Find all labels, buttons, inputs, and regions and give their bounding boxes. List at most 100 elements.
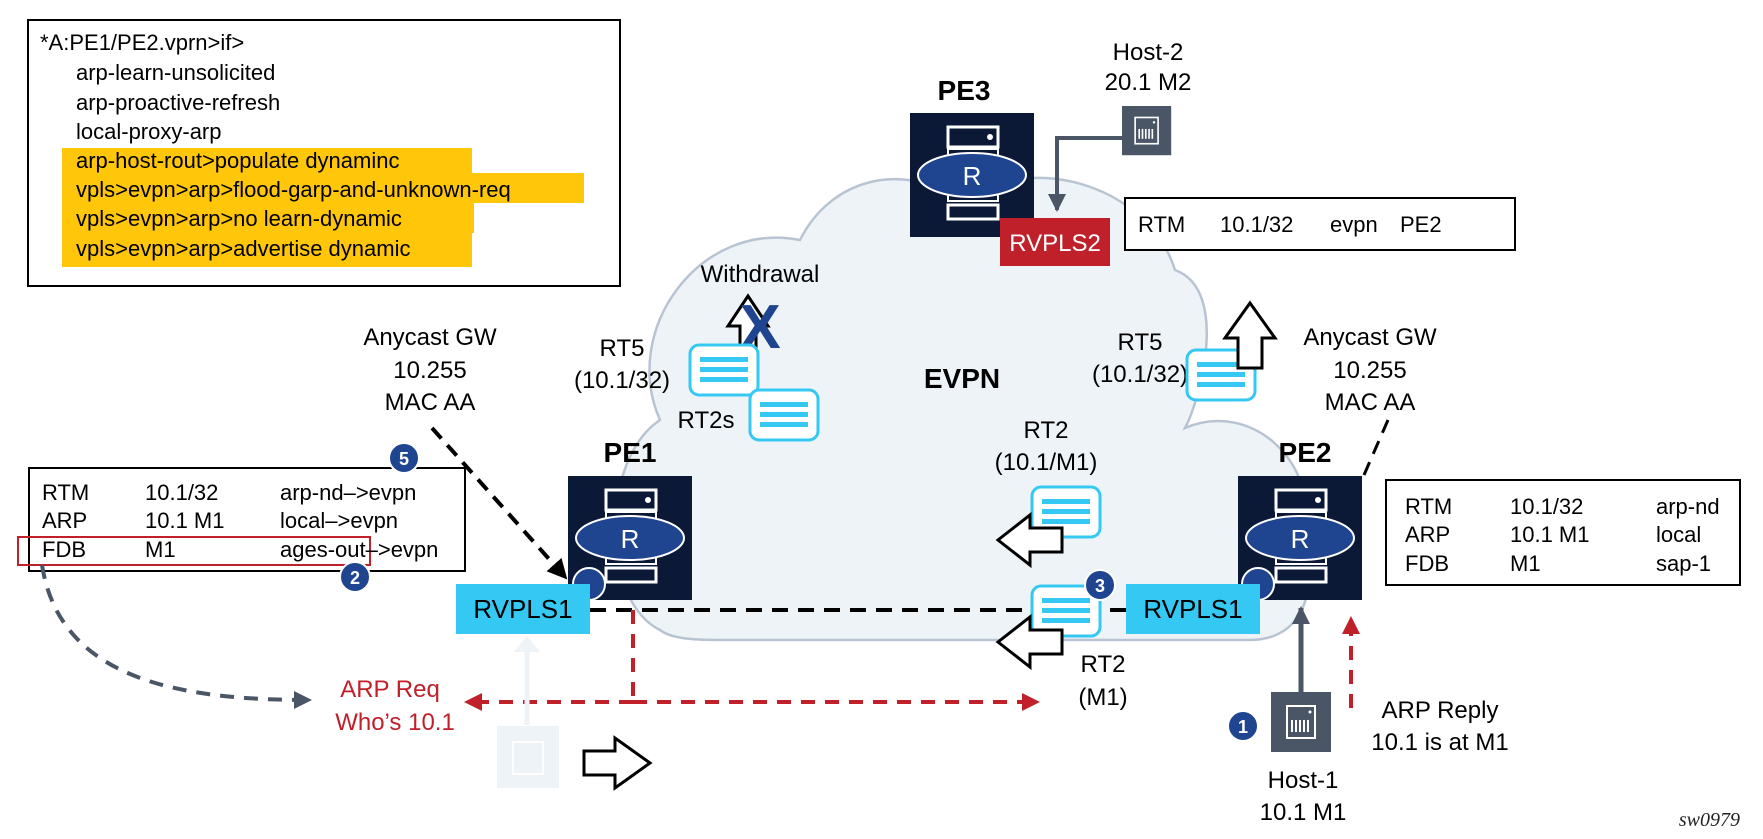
pe3-rvpls2-label: RVPLS2 (1009, 230, 1101, 257)
pe2-table: RTM 10.1/32 arp-nd ARP 10.1 M1 local FDB… (1385, 479, 1741, 586)
pe1-rvpls1-label: RVPLS1 (473, 594, 572, 624)
step-badge-2 (339, 561, 371, 593)
cloud-label: EVPN (924, 363, 1000, 394)
highlight-bar (62, 148, 472, 173)
step-1-number: 1 (1238, 717, 1248, 737)
host1-addr: 10.1 M1 (1260, 799, 1347, 826)
arp-req-l2: Who’s 10.1 (335, 709, 455, 736)
figure-id: sw0979 (1679, 809, 1740, 831)
pe2-label: PE2 (1279, 437, 1332, 468)
cell: M1 (1510, 551, 1541, 576)
arp-reply-l2: 10.1 is at M1 (1371, 729, 1508, 756)
anycast-right-l3: MAC AA (1325, 389, 1416, 416)
rt2s-label: RT2s (678, 407, 735, 434)
host2-link-arrow (1048, 136, 1122, 212)
anycast-left-pointer (430, 426, 568, 580)
rt2s-message-icon (748, 388, 820, 442)
pe1-rvpls1[interactable] (456, 584, 590, 634)
rt5-left-l2: (10.1/32) (574, 367, 670, 394)
cell: 10.1/32 (1510, 494, 1583, 519)
host2-name: Host-2 (1113, 39, 1184, 66)
cell: ARP (42, 508, 87, 533)
config-header: *A:PE1/PE2.vprn>if> (40, 30, 244, 55)
cell: evpn (1330, 212, 1378, 237)
ghost-host (497, 726, 559, 788)
cell: RTM (42, 480, 89, 505)
cell: 10.1/32 (145, 480, 218, 505)
fdb-highlight-box (17, 536, 371, 566)
step-badge-1 (1227, 710, 1259, 742)
highlight-bar (62, 203, 474, 233)
step-3-number: 3 (1095, 576, 1105, 596)
arp-reply-l1: ARP Reply (1382, 697, 1499, 724)
pe2-router[interactable]: R (1236, 474, 1364, 602)
rt2-mid-l1: RT2 (1024, 417, 1069, 444)
router-letter: R (621, 524, 640, 554)
anycast-left-l1: Anycast GW (363, 324, 497, 351)
config-box: *A:PE1/PE2.vprn>if> arp-learn-unsolicite… (27, 19, 621, 287)
config-line: arp-proactive-refresh (76, 90, 280, 115)
rt2-mid-left-arrow (995, 511, 1064, 569)
cell: sap-1 (1656, 551, 1711, 576)
pe3-label: PE3 (938, 75, 991, 106)
pe3-router[interactable]: R (908, 111, 1036, 239)
cell: arp-nd–>evpn (280, 480, 416, 505)
cell: local (1656, 522, 1701, 547)
ghost-host-icon (512, 741, 544, 775)
cell: RTM (1405, 494, 1452, 519)
cell: 10.1 M1 (145, 508, 225, 533)
pe3-rvpls2[interactable] (1000, 218, 1110, 266)
cell: ages-out–>evpn (280, 537, 438, 562)
config-line: vpls>evpn>arp>flood-garp-and-unknown-req (76, 177, 511, 202)
router-letter: R (1291, 524, 1310, 554)
cell: local–>evpn (280, 508, 398, 533)
fdb-ageout-curve (40, 564, 312, 709)
cell: 10.1/32 (1220, 212, 1293, 237)
pe2-rvpls1[interactable] (1126, 584, 1260, 634)
config-line: vpls>evpn>arp>advertise dynamic (76, 236, 410, 261)
router-letter: R (963, 161, 982, 191)
move-right-arrow (582, 735, 653, 791)
pe2-rvpls1-label: RVPLS1 (1143, 594, 1242, 624)
cell: M1 (145, 537, 176, 562)
advertise-up-arrow (1222, 300, 1278, 370)
pe1-table: RTM 10.1/32 arp-nd–>evpn ARP 10.1 M1 loc… (17, 467, 466, 572)
anycast-right-l2: 10.255 (1333, 357, 1406, 384)
anycast-left-l3: MAC AA (385, 389, 476, 416)
host2[interactable] (1121, 105, 1173, 157)
cell: FDB (1405, 551, 1449, 576)
cell: ARP (1405, 522, 1450, 547)
rt5-right-l1: RT5 (1118, 329, 1163, 356)
rt2-mid-l2: (10.1/M1) (995, 449, 1098, 476)
step-badge-5 (388, 442, 420, 474)
host1-name: Host-1 (1268, 767, 1339, 794)
config-line: arp-learn-unsolicited (76, 60, 275, 85)
config-line: vpls>evpn>arp>no learn-dynamic (76, 206, 402, 231)
host1[interactable] (1270, 691, 1332, 753)
anycast-right-l1: Anycast GW (1303, 324, 1437, 351)
host2-addr: 20.1 M2 (1105, 69, 1192, 96)
pe1-router[interactable]: R (566, 474, 694, 602)
step-5-number: 5 (399, 449, 409, 469)
ghost-arrowhead (514, 636, 540, 652)
config-line: arp-host-rout>populate dynaminc (76, 148, 399, 173)
rt2-bottom-left-arrow (995, 613, 1064, 671)
host-icon (1270, 691, 1332, 753)
highlight-bar (62, 173, 584, 203)
config-line: local-proxy-arp (76, 119, 222, 144)
rt5-right-l2: (10.1/32) (1092, 361, 1188, 388)
arp-req-l1: ARP Req (340, 676, 440, 703)
rt2-bottom-l2: (M1) (1078, 684, 1127, 711)
rt5-message-icon (688, 343, 760, 397)
highlight-bar (62, 233, 472, 267)
pe1-label: PE1 (604, 437, 657, 468)
cell: PE2 (1400, 212, 1442, 237)
step-2-number: 2 (350, 568, 360, 588)
cell: FDB (42, 537, 86, 562)
cell: RTM (1138, 212, 1185, 237)
cell: arp-nd (1656, 494, 1720, 519)
cell: 10.1 M1 (1510, 522, 1590, 547)
host-icon (1121, 105, 1173, 157)
withdrawal-label: Withdrawal (701, 261, 820, 288)
